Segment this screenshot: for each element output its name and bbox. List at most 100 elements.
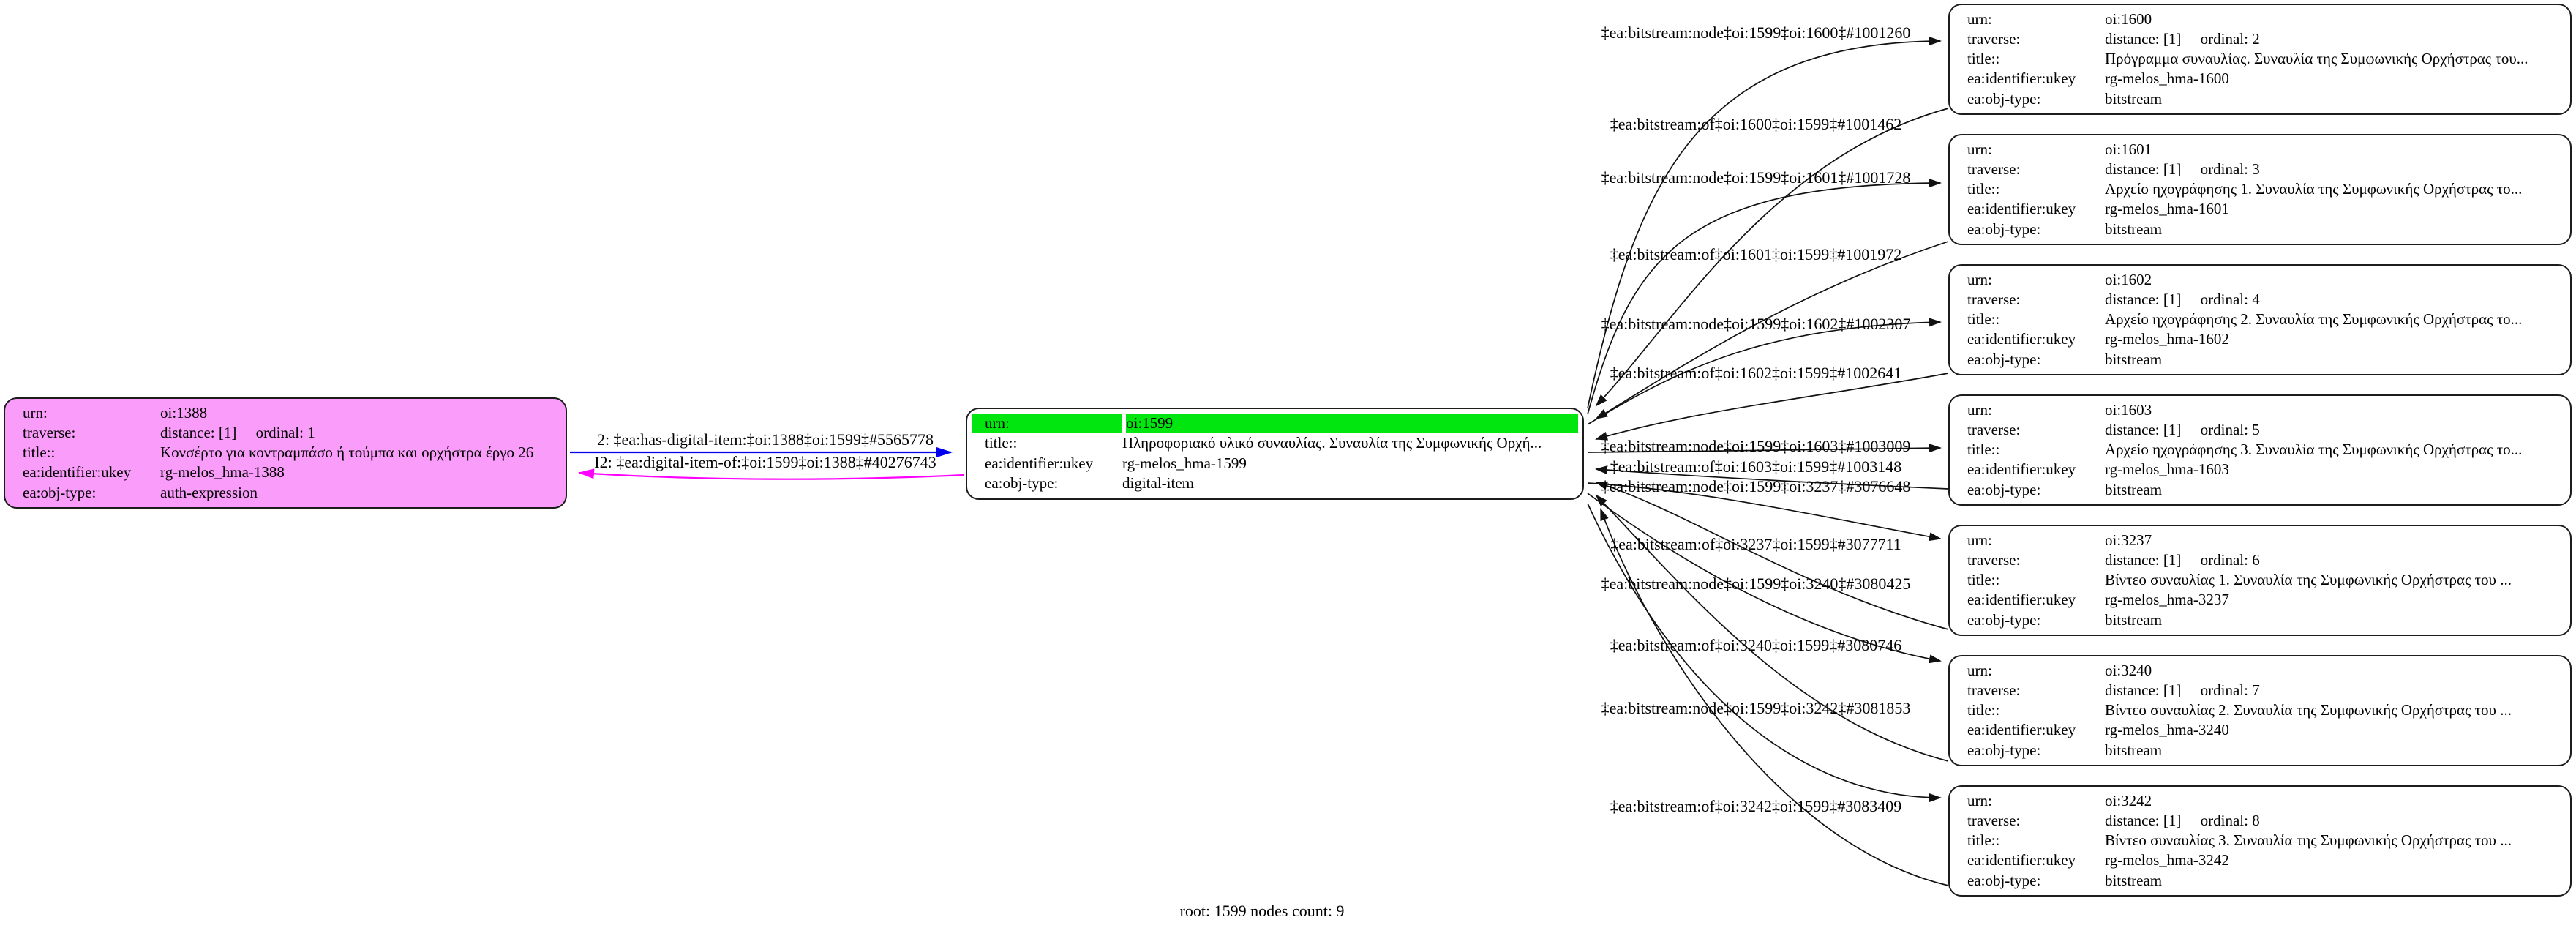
field-key: ea:obj-type: (1967, 480, 2041, 498)
edge-of-3240 (1595, 494, 1949, 762)
field-key: ea:identifier:ukey (1967, 70, 2076, 88)
node-oi-1603[interactable]: urn: oi:1603 traverse:distance: [1] ordin… (1948, 394, 2572, 506)
edge-label-of-3242: ‡ea:bitstream:of‡oi:3242‡oi:1599‡#308340… (1610, 797, 1902, 815)
node-oi-1602[interactable]: urn: oi:1602 traverse: distance: [1] ordin… (1948, 264, 2572, 375)
edge-label-digital-item-of: I2: ‡ea:digital-item-of:‡oi:1599‡oi:1388… (594, 453, 936, 471)
node-oi-1388[interactable]: urn:oi:1388 traverse:distance: [1] ordin… (4, 397, 567, 509)
field-key: ea:obj-type: (1967, 871, 2041, 889)
field-key: urn: (1967, 661, 1992, 679)
field-key: title:: (1967, 180, 2000, 198)
field-value: bitstream (2105, 89, 2163, 108)
node-oi-1600[interactable]: urn:oi:1600 traverse:distance: [1] ordin… (1948, 4, 2572, 115)
node-oi-3240[interactable]: urn:oi:3240 traverse:distance: [1] ordin… (1948, 655, 2572, 766)
field-key: ea:identifier:ukey (1967, 460, 2076, 479)
field-key: ea:obj-type: (1967, 89, 2041, 108)
node-oi-1599[interactable]: urn:oi:1599 title::Πληροφοριακό υλικό συ… (966, 408, 1584, 500)
field-key: urn: (1967, 270, 1992, 288)
field-value: digital-item (1122, 474, 1194, 493)
edge-label-of-1602: ‡ea:bitstream:of‡oi:1602‡oi:1599‡#100264… (1610, 364, 1902, 382)
node-row: title::Κονσέρτο για κοντραμπάσο ή τούμπα… (10, 444, 561, 463)
field-value: Αρχείο ηχογράφησης 3. Συναυλία της Συμφω… (2105, 441, 2523, 459)
node-row: traverse:distance: [1] ordinal: 7 (1954, 681, 2566, 700)
field-value: distance: [1] ordinal: 1 (160, 423, 315, 441)
field-key: urn: (1967, 400, 1992, 419)
graph-caption: root: 1599 nodes count: 9 (1179, 902, 1345, 920)
node-row: traverse:distance: [1] ordinal: 8 (1954, 812, 2566, 831)
field-value: oi:3237 (2105, 531, 2152, 549)
node-row: urn: oi:3237 (1954, 531, 2566, 550)
field-value: distance: [1] ordinal: 4 (2105, 290, 2260, 308)
field-value: rg-melos_hma-1388 (160, 463, 285, 482)
field-key: urn: (1967, 791, 1992, 809)
edge-of-1600 (1595, 108, 1949, 407)
node-row: ea:identifier:ukey rg-melos_hma-1601 (1954, 200, 2566, 219)
field-value: Βίντεο συναυλίας 2. Συναυλία της Συμφωνι… (2105, 701, 2512, 719)
node-row: ea:obj-type:bitstream (1954, 611, 2566, 630)
field-value: distance: [1] ordinal: 2 (2105, 29, 2260, 48)
field-key: traverse: (1967, 681, 2021, 699)
node-oi-3242[interactable]: urn: oi:3242 traverse:distance: [1] ordin… (1948, 785, 2572, 897)
node-row: ea:identifier:ukey rg-melos_hma-1388 (10, 463, 561, 482)
field-key: ea:obj-type: (1967, 220, 2041, 238)
edge-node-1603 (1587, 444, 1942, 453)
field-value: oi:1388 (160, 403, 208, 422)
field-key: ea:obj-type: (23, 483, 97, 501)
field-key: traverse: (1967, 290, 2021, 308)
field-value: distance: [1] ordinal: 6 (2105, 550, 2260, 569)
edge-label-node-3237: ‡ea:bitstream:node‡oi:1599‡oi:3237‡#3076… (1601, 477, 1911, 495)
node-row: urn: oi:1603 (1954, 401, 2566, 420)
field-value: bitstream (2105, 871, 2163, 889)
field-key: ea:identifier:ukey (985, 454, 1094, 472)
field-value: Πρόγραμμα συναυλίας. Συναυλία της Συμφων… (2105, 50, 2528, 68)
field-value: Πληροφοριακό υλικό συναυλίας. Συναυλία τ… (1122, 434, 1542, 452)
field-key: traverse: (1967, 160, 2021, 178)
edge-node-3242 (1587, 503, 1942, 802)
field-key: title:: (1967, 310, 2000, 329)
field-value: bitstream (2105, 350, 2163, 368)
field-value: distance: [1] ordinal: 3 (2105, 160, 2260, 178)
field-key: ea:obj-type: (985, 474, 1059, 493)
node-row: ea:obj-type: bitstream (1954, 872, 2566, 891)
field-key: title:: (1967, 571, 2000, 589)
field-value: oi:1603 (2105, 400, 2152, 419)
field-key: ea:identifier:ukey (1967, 851, 2076, 869)
field-value: Αρχείο ηχογράφησης 2. Συναυλία της Συμφω… (2105, 310, 2523, 329)
field-key: title:: (23, 444, 56, 462)
edge-node-1602 (1587, 318, 1942, 425)
field-key: ea:identifier:ukey (1967, 591, 2076, 609)
field-key: urn: (23, 403, 48, 422)
field-key: traverse: (1967, 811, 2021, 829)
edge-of-1601 (1595, 241, 1949, 420)
node-oi-1601[interactable]: urn:oi:1601 traverse:distance: [1] ordin… (1948, 134, 2572, 245)
node-row: urn:oi:3240 (1954, 662, 2566, 681)
field-key: urn: (1967, 531, 1992, 549)
edge-digital-item-of (578, 468, 965, 480)
node-row: ea:obj-type: bitstream (1954, 220, 2566, 239)
field-value: rg-melos_hma-1601 (2105, 200, 2229, 218)
field-value: oi:3242 (2105, 791, 2152, 809)
field-value: Βίντεο συναυλίας 3. Συναυλία της Συμφωνι… (2105, 831, 2512, 850)
node-row: ea:identifier:ukey rg-melos_hma-1603 (1954, 460, 2566, 479)
node-row: title::Βίντεο συναυλίας 1. Συναυλία της … (1954, 571, 2566, 590)
edge-label-of-3237: ‡ea:bitstream:of‡oi:3237‡oi:1599‡#307771… (1610, 535, 1901, 553)
field-value: rg-melos_hma-1603 (2105, 460, 2229, 479)
field-value: bitstream (2105, 220, 2163, 238)
node-row-highlighted: urn:oi:1599 (972, 414, 1578, 433)
node-row: urn:oi:1600 (1954, 10, 2566, 29)
field-key: ea:identifier:ukey (1967, 200, 2076, 218)
node-row: title::Αρχείο ηχογράφησης 1. Συναυλία τη… (1954, 180, 2566, 199)
node-row: traverse:distance: [1] ordinal: 5 (1954, 421, 2566, 440)
field-key: ea:identifier:ukey (23, 463, 132, 482)
field-value: oi:1602 (2105, 270, 2152, 288)
node-row: urn: oi:1602 (1954, 271, 2566, 290)
field-key: title:: (1967, 701, 2000, 719)
node-oi-3237[interactable]: urn:oi:3237 traverse:distance: [1] ordin… (1948, 525, 2572, 636)
field-value: Κονσέρτο για κοντραμπάσο ή τούμπα και ορ… (160, 444, 534, 462)
field-value: bitstream (2105, 480, 2163, 498)
node-row: ea:obj-type: digital-item (972, 474, 1578, 493)
